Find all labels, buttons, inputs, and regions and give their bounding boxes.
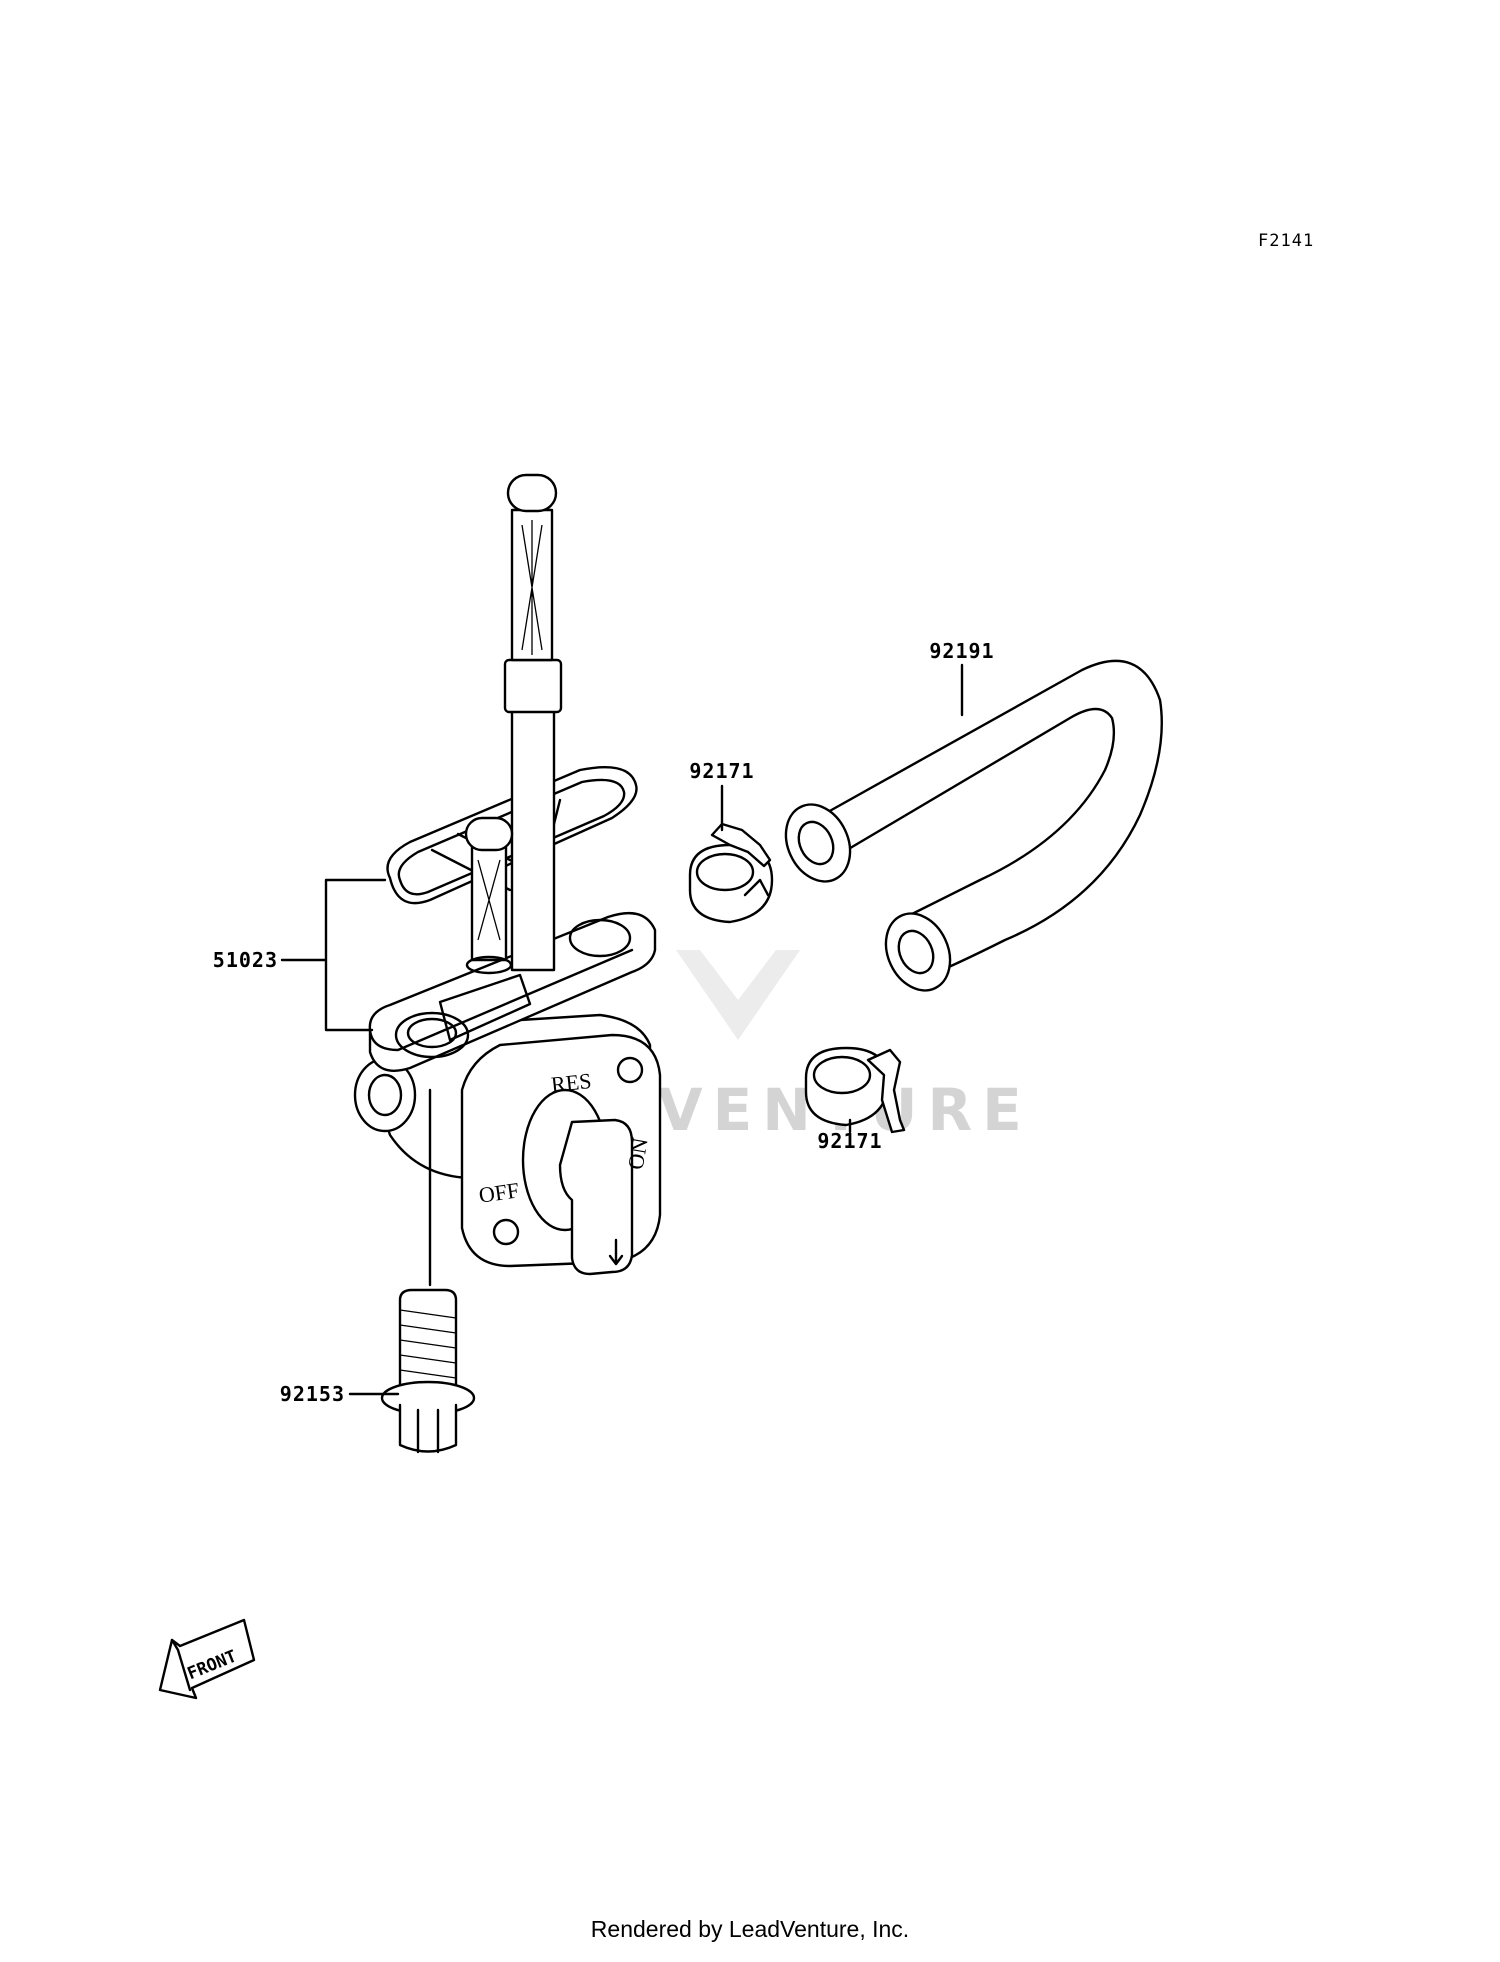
clamp-lower-tab <box>866 1048 906 1134</box>
hose-end-lower <box>884 912 952 992</box>
reserve-strainer-cap <box>464 816 514 852</box>
part-label-92171-lower[interactable]: 92171 <box>817 1129 882 1153</box>
front-direction-marker: FRONT <box>158 1618 256 1700</box>
callout-92171-lower: 92171 <box>817 1118 882 1153</box>
fuel-hose[interactable] <box>774 659 1163 1001</box>
callout-92171-upper: 92171 <box>689 759 754 832</box>
part-label-51023[interactable]: 51023 <box>213 948 278 972</box>
dial-on-label: ON <box>623 1136 653 1172</box>
hose-end-upper <box>784 803 852 883</box>
bolt-head <box>398 1403 458 1453</box>
hose-clamp-lower[interactable] <box>804 1046 906 1134</box>
part-label-92171-upper[interactable]: 92171 <box>689 759 754 783</box>
dial-res-label: RES <box>550 1068 593 1097</box>
dial-off-label: OFF <box>477 1177 520 1207</box>
callout-51023: 51023 <box>213 878 387 1032</box>
figure-code: F2141 <box>1258 231 1314 251</box>
footer-credit: Rendered by LeadVenture, Inc. <box>590 1916 910 1942</box>
bolt-part[interactable] <box>380 1288 476 1454</box>
fuel-valve-assembly[interactable]: RES OFF ON <box>353 473 662 1276</box>
bolt-shank <box>398 1288 458 1397</box>
clamp-upper-tab <box>710 822 772 868</box>
valve-lever-knob[interactable] <box>558 1118 634 1276</box>
main-strainer-cap <box>506 473 558 513</box>
watermark-logo-icon <box>676 950 800 1040</box>
main-strainer-tube <box>510 688 556 972</box>
part-label-92153[interactable]: 92153 <box>280 1382 345 1406</box>
hose-body <box>808 659 1163 977</box>
hose-clamp-upper[interactable] <box>688 822 774 924</box>
callout-line-92153 <box>348 1088 432 1396</box>
valve-gasket-o-ring <box>386 766 638 905</box>
callout-92191: 92191 <box>929 639 994 717</box>
callout-line-51023 <box>280 878 387 1032</box>
callout-92153: 92153 <box>280 1088 432 1406</box>
part-label-92191[interactable]: 92191 <box>929 639 994 663</box>
